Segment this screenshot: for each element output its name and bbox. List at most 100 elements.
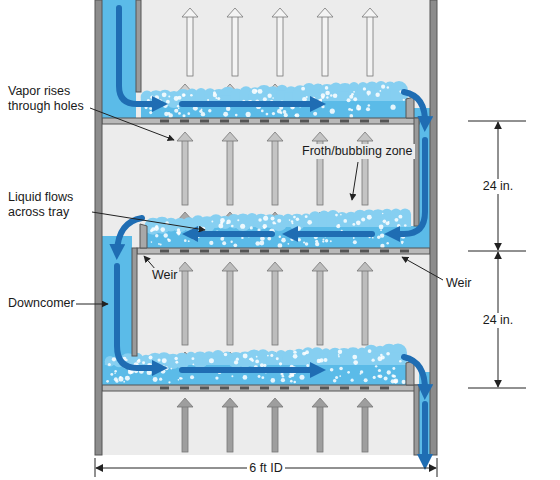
bubble [326,96,328,98]
sieve-hole [300,387,309,390]
bubble [163,103,168,108]
sieve-hole [260,387,269,390]
bubble [149,107,152,110]
vapor-shaft [272,140,278,205]
bubble [151,241,153,243]
sieve-hole [180,387,189,390]
bubble [297,238,301,242]
bubble [360,373,362,375]
bubble [272,97,274,99]
flow-arrow [117,218,142,252]
vapor-head [222,398,238,407]
flow-arrow [290,231,372,237]
bubble [151,108,153,110]
tray-plate [137,248,430,254]
bubble [277,219,281,223]
froth-body [399,215,411,227]
bubble [368,94,370,96]
bubble [356,105,361,110]
vapor-head [267,132,283,141]
dimension-label: 24 in. [481,179,516,194]
downcomer-baffle [414,385,419,455]
bubble [386,352,390,356]
tray-plate [102,385,419,391]
bubble [201,109,203,111]
vapor-shaft [227,140,233,205]
vapor-arrow [182,8,198,76]
bubble [368,104,371,107]
weir [406,97,414,118]
dimension-tick [468,251,526,252]
tray-hardware [95,0,437,455]
bubble [230,241,232,243]
bubble [149,356,153,360]
vapor-shaft [362,270,368,345]
bubble [399,360,402,363]
bubble [317,359,321,363]
bubble [226,107,231,112]
sieve-hole [160,250,169,253]
vapor-shaft [317,270,323,345]
bubble [272,221,275,224]
vapor-arrow [222,398,238,452]
sieve-hole [220,250,229,253]
bubble [252,89,257,94]
bubble [330,368,334,372]
vapor-head [357,398,373,407]
bubble [386,242,389,245]
bubble [381,355,385,359]
bubble [352,355,357,360]
dimension-label: 6 ft ID [247,461,284,476]
bubble [192,364,194,366]
vapor-arrow [222,262,238,345]
bubble [295,113,299,117]
bubble [167,238,169,240]
bubble [201,112,205,116]
vapor-shaft [182,406,188,452]
bubble [258,89,263,94]
vapor-arrow [362,8,378,76]
vapor-shaft [272,270,278,345]
bubble [211,221,213,223]
bubble [325,91,330,96]
bubble [260,363,264,367]
bubble [226,219,230,223]
bubble [364,378,368,382]
bubble [137,359,141,363]
flow-arrow [404,357,425,392]
bubble [177,96,181,100]
bubble [380,229,382,231]
bubble [153,377,158,382]
bubble [118,376,123,381]
sieve-hole [360,120,369,123]
vapor-head [272,8,288,17]
bubble [330,109,335,114]
dimension-tick [95,458,96,477]
bubble [190,94,193,97]
vapor-shaft [182,270,188,345]
bubble [353,237,355,239]
bubble [391,379,395,383]
bubble [387,86,389,88]
sieve-hole [340,387,349,390]
bubble [175,361,178,364]
bubble [217,97,220,100]
bubble [114,372,116,374]
bubble [321,105,324,108]
sieve-hole [240,250,249,253]
sieve-hole [260,120,269,123]
bubble [321,96,324,99]
vapor-shaft [367,16,373,76]
bubble [367,215,372,220]
bubble [125,376,130,381]
bubble [182,93,186,97]
bubble [291,220,294,223]
vapor-arrow [312,398,328,452]
bubble [398,215,402,219]
bubble [313,112,317,116]
bubble [351,379,354,382]
bubble [290,380,293,383]
callout-label: Vapor rises through holes [6,84,96,114]
sieve-hole [160,120,169,123]
